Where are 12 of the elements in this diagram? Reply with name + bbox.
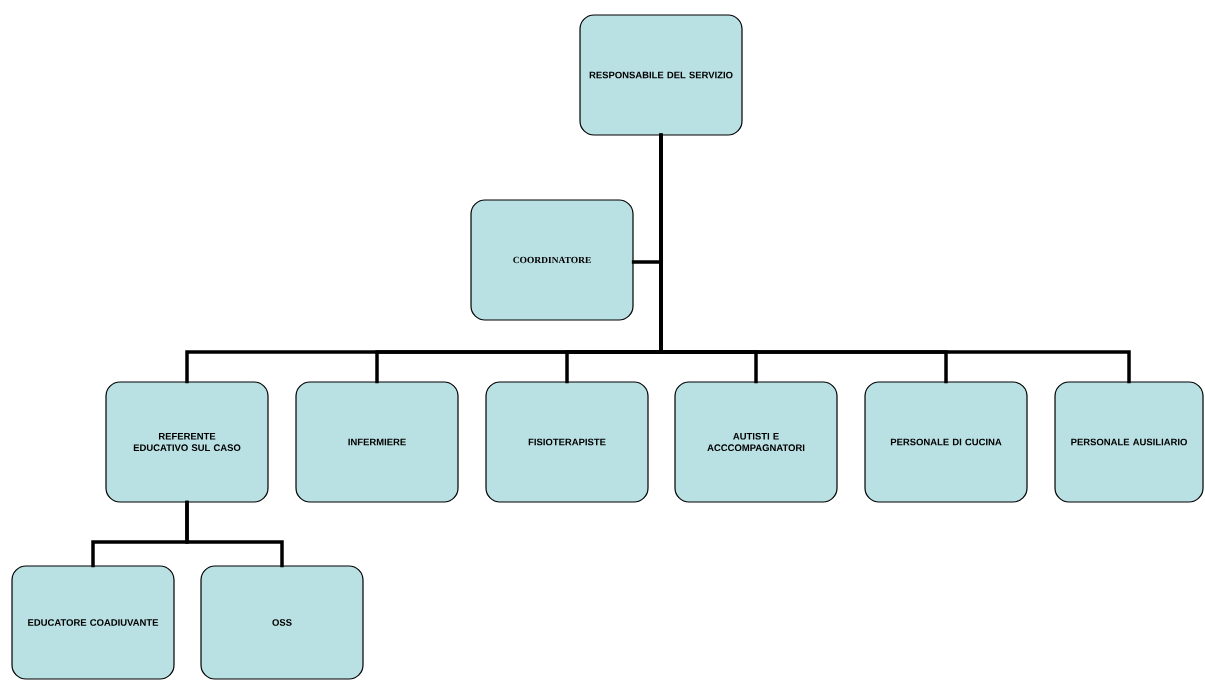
org-box: INFERMIERE [295,381,459,503]
org-box: OSS [200,565,364,680]
org-box: RESPONSABILE DEL SERVIZIO [579,14,743,136]
org-box: COORDINATORE [470,199,634,321]
org-box: PERSONALE AUSILIARIO [1054,381,1204,503]
org-box: REFERENTE EDUCATIVO SUL CASO [105,381,269,503]
org-box: PERSONALE DI CUCINA [864,381,1028,503]
org-box: EDUCATORE COADIUVANTE [11,565,175,680]
org-box: AUTISTI E ACCCOMPAGNATORI [674,381,838,503]
connector-line [185,500,284,568]
connector-line [659,133,1131,384]
org-box: FISIOTERAPISTE [485,381,649,503]
